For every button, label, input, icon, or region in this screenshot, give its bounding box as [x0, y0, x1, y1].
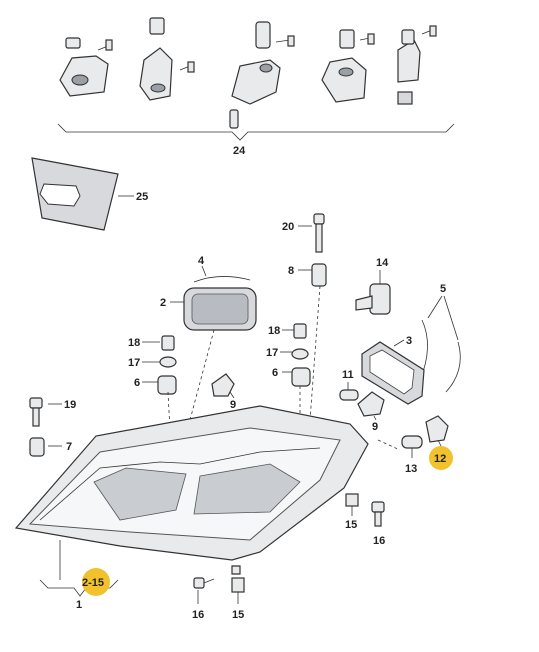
group-bracket-24: [57, 123, 455, 141]
bracket-part-24-c: [231, 21, 295, 105]
callout-24: 24: [233, 145, 246, 157]
callout-5: 5: [440, 283, 446, 295]
screw-shaft-16b: [203, 578, 215, 584]
reflector-left: [93, 467, 187, 521]
callout-19: 19: [64, 399, 76, 411]
bulb-part-13: [401, 435, 423, 449]
nut-part-6a: [157, 375, 177, 395]
guide-e: [377, 439, 401, 451]
bolt-part-24: [229, 109, 239, 129]
screw-part-18a: [161, 335, 175, 351]
callout-8: 8: [288, 265, 294, 277]
callout-17a: 17: [128, 357, 140, 369]
leader-5b: [443, 295, 459, 341]
callout-18a: 18: [128, 337, 140, 349]
callout-16a: 16: [373, 535, 385, 547]
callout-16b: 16: [192, 609, 204, 621]
guide-d: [189, 329, 215, 421]
clip-part-15b: [231, 577, 245, 593]
bracket-part-24-b: [139, 17, 195, 101]
group-bracket-1: [39, 579, 119, 597]
screw-head-16b: [193, 577, 205, 589]
socket-part-9b: [357, 391, 385, 417]
wire-clip-part-4: [193, 276, 251, 283]
bolt-shaft-20: [315, 223, 323, 253]
bolt-head-20: [313, 213, 325, 225]
callout-4: 4: [198, 255, 205, 267]
housing-tab: [231, 565, 241, 575]
callout-13: 13: [405, 463, 417, 475]
nut-part-6b: [291, 367, 311, 387]
screw-part-18b: [293, 323, 307, 339]
callout-18b: 18: [268, 325, 280, 337]
socket-part-12: [425, 415, 449, 443]
bracket-part-24-a: [59, 37, 113, 97]
washer-part-17a: [159, 356, 177, 368]
leader-9a: [229, 391, 235, 399]
leader-5a: [427, 295, 443, 319]
callout-12: 12: [434, 453, 446, 465]
guide-c: [309, 285, 321, 421]
bulb-part-11: [339, 389, 359, 401]
callout-6b: 6: [272, 367, 278, 379]
frame-inner-3: [369, 349, 415, 395]
callout-14: 14: [376, 257, 389, 269]
callout-3: 3: [406, 335, 412, 347]
leader-4: [201, 265, 207, 277]
leader-3: [393, 339, 405, 347]
gasket-cutout: [39, 183, 81, 207]
cover-grid: [191, 293, 249, 325]
bracket-part-24-e: [397, 25, 437, 105]
callout-25: 25: [136, 191, 148, 203]
callout-15b: 15: [232, 609, 244, 621]
bushing-part-8: [311, 263, 327, 287]
screw-head-16a: [371, 501, 385, 513]
socket-part-9a: [211, 373, 235, 397]
highlight-12: [429, 446, 453, 470]
leader-9b: [373, 415, 377, 421]
bushing-part-7: [29, 437, 45, 457]
callout-7: 7: [66, 441, 72, 453]
clip-part-5b: [445, 341, 461, 393]
screw-shaft-16a: [374, 511, 382, 527]
callout-1: 1: [76, 599, 82, 611]
callout-9a: 9: [230, 399, 236, 411]
reflector-right: [193, 463, 301, 515]
clip-part-15a: [345, 493, 359, 507]
callout-17b: 17: [266, 347, 278, 359]
bulb-part-14: [369, 283, 391, 315]
callout-20: 20: [282, 221, 294, 233]
screw-head-19: [29, 397, 43, 409]
callout-2: 2: [160, 297, 166, 309]
washer-part-17b: [291, 348, 309, 360]
callout-11: 11: [342, 369, 354, 381]
callout-9b: 9: [372, 421, 378, 433]
bracket-part-24-d: [321, 29, 375, 103]
lens-contour: [39, 447, 321, 521]
highlight-2-15: [82, 568, 110, 596]
screw-shaft-19: [32, 407, 40, 427]
callout-6a: 6: [134, 377, 140, 389]
callout-2-15: 2-15: [82, 577, 104, 589]
callout-15a: 15: [345, 519, 357, 531]
bulb-base-14: [355, 295, 373, 311]
